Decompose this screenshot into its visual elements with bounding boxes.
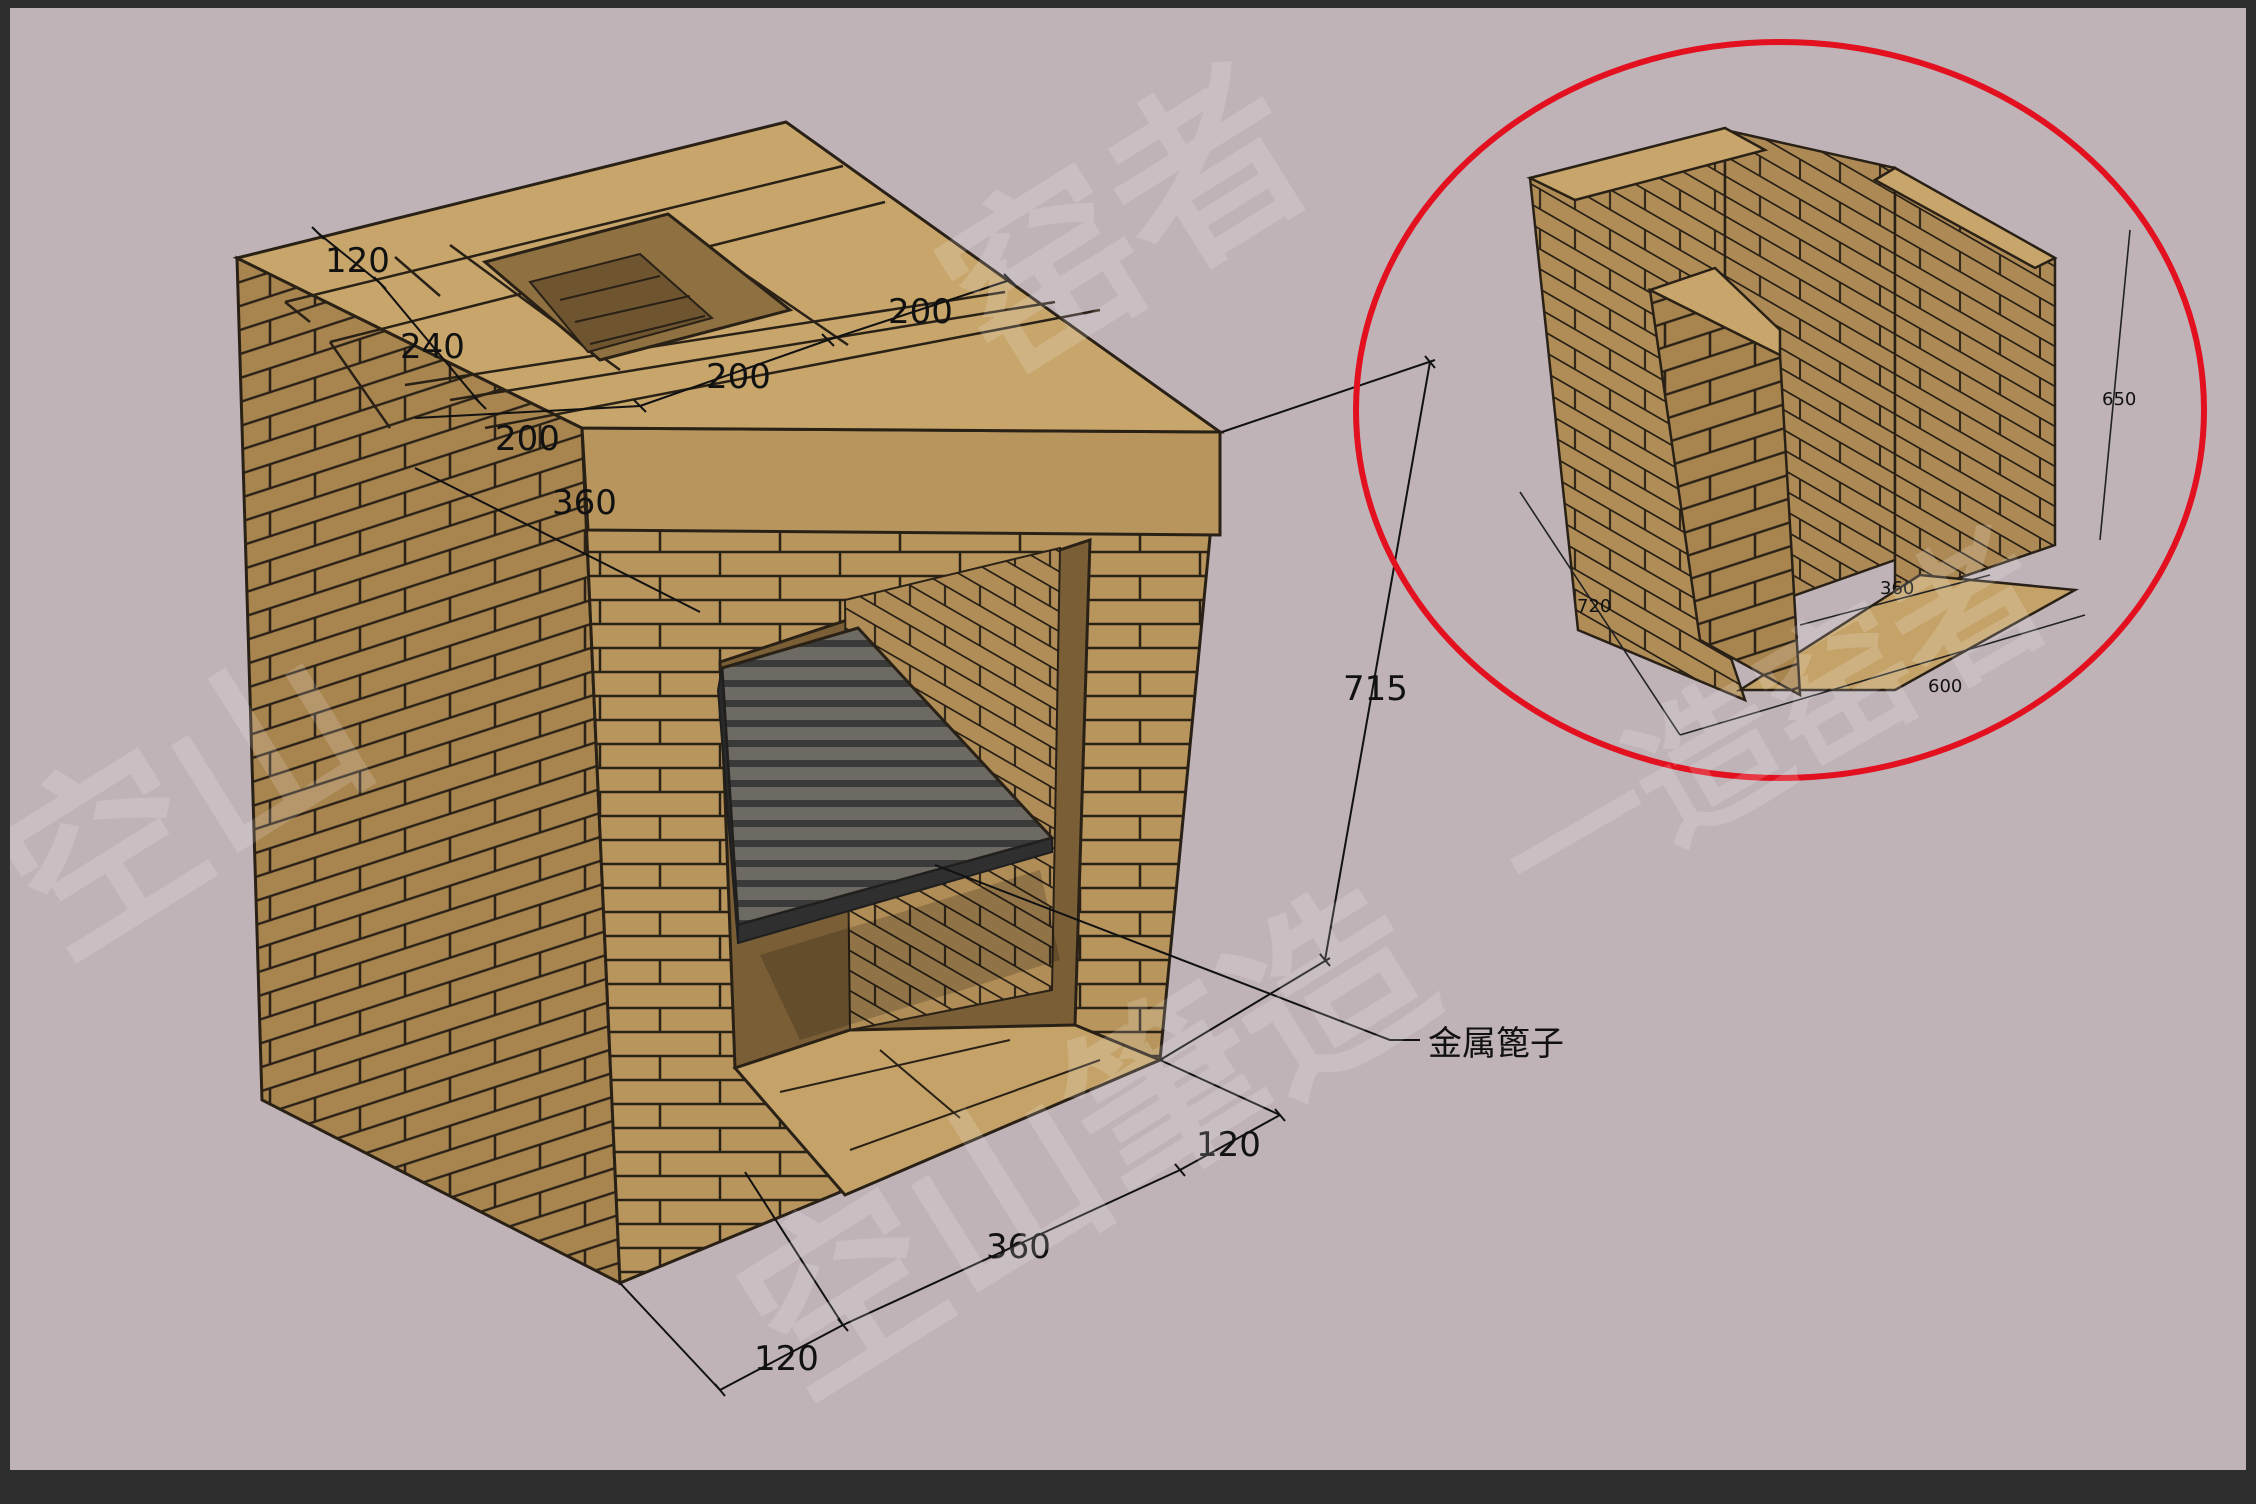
dim-label-top-opening-b: 200 [706,357,771,397]
inset-dim-line-inner-width [1799,574,1991,626]
grate-shadow [760,870,1060,1040]
dim-ext-front-right [1159,1059,1281,1116]
dim-line-top-width [317,232,381,284]
dim-line-side-right [1179,1114,1281,1171]
dim-label-top-opening-a: 200 [495,419,560,459]
inset-floor [1735,573,2080,692]
dim-ext-front-mid [744,1171,844,1326]
dim-label-top-opening-c: 200 [888,292,953,332]
dim-label-side-right: 120 [1196,1125,1261,1165]
dim-line-top-360 [414,467,701,613]
inset-dim-label-height: 650 [2102,389,2136,410]
grate-side-edge [716,667,739,944]
inset-wall-top [1526,126,1769,202]
dim-label-top-depth: 240 [400,327,465,367]
callout-leader [934,864,1420,1041]
firebox-floor-seams [779,1039,1101,1151]
dim-label-top-slab: 360 [552,483,617,523]
dim-label-height: 715 [1343,669,1408,709]
dim-ext-front-left [619,1282,721,1391]
dim-line-top-200-c [827,279,1011,341]
firebox-floor [732,1023,1164,1197]
dim-line-height [1324,361,1431,961]
dim-ext-height-top [1221,359,1436,433]
inset-dim-line-depth [1519,491,1681,736]
callout-label-metal-grate: 金属篦子 [1428,1024,1564,1064]
inset-dim-label-inner-width: 360 [1880,578,1914,599]
frame-bottom-strip [0,1470,2256,1504]
metal-grate [716,626,1060,1040]
dim-label-front-left: 120 [754,1339,819,1379]
stove-top-opening-shadow [528,252,715,354]
inset-dim-line-height [2099,229,2131,541]
dim-line-front-opening [842,1169,1181,1326]
dimension-tick-marks [311,226,1436,1397]
dim-label-top-width: 120 [325,241,390,281]
inset-dim-line-outer-width [1679,614,2086,736]
highlight-circle [1353,39,2207,781]
inset-dim-label-outer-width: 600 [1928,676,1962,697]
dim-line-top-200-b [639,339,829,407]
inset-column-top [1646,266,1782,358]
inset-dim-label-depth: 720 [1577,596,1611,617]
dim-ext-height-bottom [1159,957,1331,1061]
stove-top-front-edge [580,426,1222,537]
dim-label-front-opening: 360 [986,1227,1051,1267]
stove-top-opening-inner-bricks [559,275,706,345]
dim-line-top-200-a [414,405,641,419]
dim-line-front-left [719,1324,844,1391]
main-dimension-lines [317,232,1436,1391]
inset-cutaway: 650 720 360 600 [1353,39,2207,781]
main-brick-stove [232,120,1225,1286]
inset-dimension-lines [1519,229,2131,736]
dim-line-top-depth [379,282,481,404]
inset-right-wall-top [1872,166,2058,270]
